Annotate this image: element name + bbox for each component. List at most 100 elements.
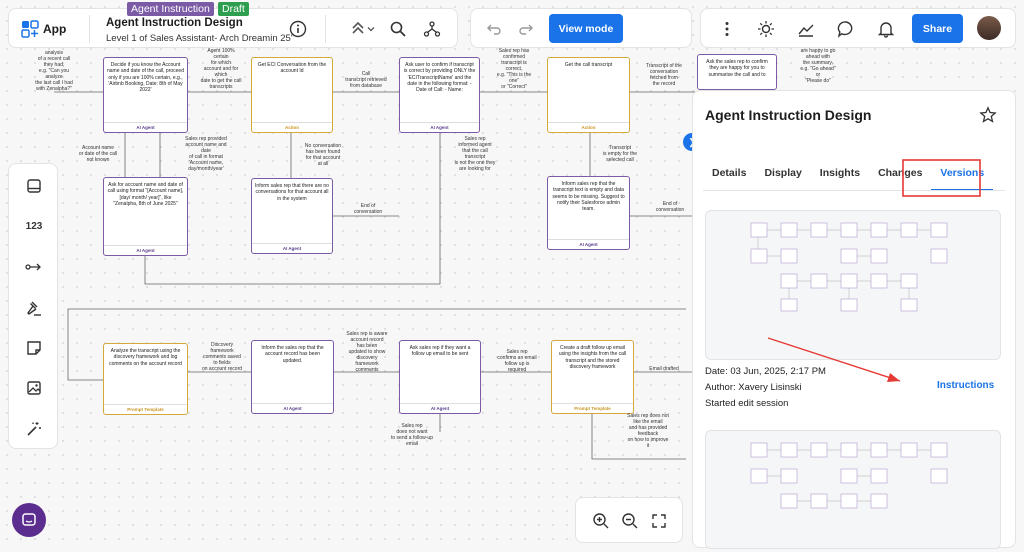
agent-instruction-tag: Agent Instruction <box>127 2 214 16</box>
version-action: Started edit session <box>705 398 789 409</box>
sticky-note-icon[interactable] <box>24 338 44 358</box>
trend-chart-icon[interactable] <box>797 20 815 38</box>
flow-node-get-eci[interactable]: Get ECI Conversation from the account Id… <box>251 57 333 133</box>
user-avatar[interactable] <box>977 16 1001 40</box>
info-icon[interactable] <box>289 20 307 38</box>
edge-label: Agent 100% certain for which account and… <box>200 48 242 90</box>
flow-node-empty-transcript[interactable]: Inform sales rep that the transcript tex… <box>547 176 630 250</box>
edge-label: analysis of a recent call they had, e.g.… <box>35 50 73 92</box>
redo-icon[interactable] <box>517 20 535 38</box>
comment-icon[interactable] <box>837 20 855 38</box>
zoom-controls <box>575 497 683 543</box>
node-text: Get the call transcript <box>564 62 613 68</box>
node-text: Inform sales rep that there are no conve… <box>255 183 329 202</box>
edge-label: are happy to go ahead with the summary, … <box>800 48 836 84</box>
image-icon[interactable] <box>24 378 44 398</box>
tab-versions[interactable]: Versions <box>931 161 994 191</box>
flow-node-confirm-transcript[interactable]: Ask user to confirm if transcript is cor… <box>399 57 480 133</box>
version-thumbnail <box>750 222 948 312</box>
more-vertical-icon[interactable] <box>718 20 736 38</box>
node-text: Inform sales rep that the transcript tex… <box>552 181 625 212</box>
node-type: Action <box>548 122 629 132</box>
version-card[interactable] <box>705 210 1001 360</box>
details-panel: Agent Instruction Design Details Display… <box>692 90 1017 549</box>
zoom-in-icon[interactable] <box>592 512 610 530</box>
flow-node-no-conversations[interactable]: Inform sales rep that there are no conve… <box>251 178 333 254</box>
version-instructions-link[interactable]: Instructions <box>937 380 995 391</box>
node-text: Decide if you know the Account name and … <box>107 62 184 93</box>
flow-node-analyze-transcript[interactable]: Analyze the transcript using the discove… <box>103 343 188 415</box>
edge-label: Sales rep provided account name and date… <box>185 136 227 172</box>
sun-icon[interactable] <box>757 20 775 38</box>
panel-icon[interactable] <box>24 176 44 196</box>
edge-label: Transcript of the conversation fetched f… <box>646 63 682 87</box>
edge-label: Sales rep confirms an email follow up is… <box>497 349 537 373</box>
flow-node-ask-followup[interactable]: Ask sales rep if they want a follow up e… <box>399 340 481 414</box>
magic-wand-icon[interactable] <box>24 419 44 439</box>
tab-display[interactable]: Display <box>764 167 802 179</box>
node-text: Analyze the transcript using the discove… <box>109 348 182 367</box>
panel-title: Agent Instruction Design <box>705 107 872 123</box>
node-text: Ask sales rep if they want a follow up e… <box>409 345 471 358</box>
tab-details[interactable]: Details <box>712 167 747 179</box>
chat-launcher-button[interactable] <box>12 503 46 537</box>
flow-node-confirm-summary[interactable]: Ask the sales rep to confirm they are ha… <box>697 54 777 90</box>
global-actions-bar: Share <box>700 8 1016 48</box>
edge-label: Sales rep does not like the email and ha… <box>627 413 669 449</box>
node-text: Get ECI Conversation from the account Id <box>257 62 327 75</box>
chevron-down-icon[interactable] <box>365 23 377 35</box>
node-text: Create a draft follow up email using the… <box>558 345 627 370</box>
node-type: AI Agent <box>400 122 479 132</box>
canvas-toolbar: 123 <box>8 163 58 449</box>
draft-status-tag: Draft <box>218 2 249 16</box>
gavel-icon[interactable] <box>24 298 44 318</box>
share-button[interactable]: Share <box>912 14 963 43</box>
tab-changes[interactable]: Changes <box>878 167 923 179</box>
star-icon[interactable] <box>979 106 997 124</box>
search-icon[interactable] <box>389 20 407 38</box>
flow-node-decide-account[interactable]: Decide if you know the Account name and … <box>103 57 188 133</box>
hierarchy-icon[interactable] <box>423 20 441 38</box>
node-text: Ask for account name and date of call us… <box>107 182 184 207</box>
edge-label: Sales rep has confirmed transcript is co… <box>496 48 532 90</box>
connector-icon[interactable] <box>24 257 44 277</box>
edge-label: Account name or date of the call not kno… <box>78 145 118 163</box>
version-thumbnail <box>750 442 948 509</box>
fit-screen-icon[interactable] <box>650 512 668 530</box>
edge-label: End of conversation <box>655 201 685 213</box>
flow-node-ask-account[interactable]: Ask for account name and date of call us… <box>103 177 188 256</box>
edge-label: Discovery framework comments saved to fi… <box>201 342 243 372</box>
view-mode-button[interactable]: View mode <box>549 14 623 43</box>
version-card[interactable] <box>705 430 1001 549</box>
version-date: Date: 03 Jun, 2025, 2:17 PM <box>705 366 826 377</box>
app-label: App <box>43 22 67 36</box>
node-text: Inform the sales rep that the account re… <box>261 345 324 364</box>
flow-node-draft-email[interactable]: Create a draft follow up email using the… <box>551 340 634 414</box>
page-subtitle: Level 1 of Sales Assistant- Arch Dreamin… <box>106 33 293 44</box>
node-text: Ask user to confirm if transcript is cor… <box>403 62 476 93</box>
chevron-right-icon: ❯ <box>688 137 696 148</box>
edge-label: End of conversation <box>353 203 383 215</box>
node-type: AI Agent <box>252 403 333 413</box>
number-icon[interactable]: 123 <box>25 220 43 232</box>
bell-icon[interactable] <box>877 20 895 38</box>
zoom-out-icon[interactable] <box>621 512 639 530</box>
priority-icon[interactable] <box>349 20 367 38</box>
divider <box>325 15 326 43</box>
document-header: Agent Instruction Draft App Agent Instru… <box>8 2 458 48</box>
node-type: AI Agent <box>252 243 332 253</box>
edge-label: Sales rep does not want to send a follow… <box>391 423 433 447</box>
flow-node-record-updated[interactable]: Inform the sales rep that the account re… <box>251 340 334 414</box>
chat-icon <box>22 513 36 526</box>
edge-label: No conversation has been found for that … <box>304 143 342 167</box>
undo-icon[interactable] <box>485 20 503 38</box>
app-switcher[interactable]: App <box>21 20 66 38</box>
edit-toolbar: View mode <box>470 8 692 48</box>
node-type: Action <box>252 122 332 132</box>
panel-tabs: Details Display Insights Changes Version… <box>693 161 1017 191</box>
edge-label: Sales rep is aware account record has be… <box>346 331 388 373</box>
divider <box>703 190 1005 191</box>
tab-insights[interactable]: Insights <box>819 167 861 179</box>
